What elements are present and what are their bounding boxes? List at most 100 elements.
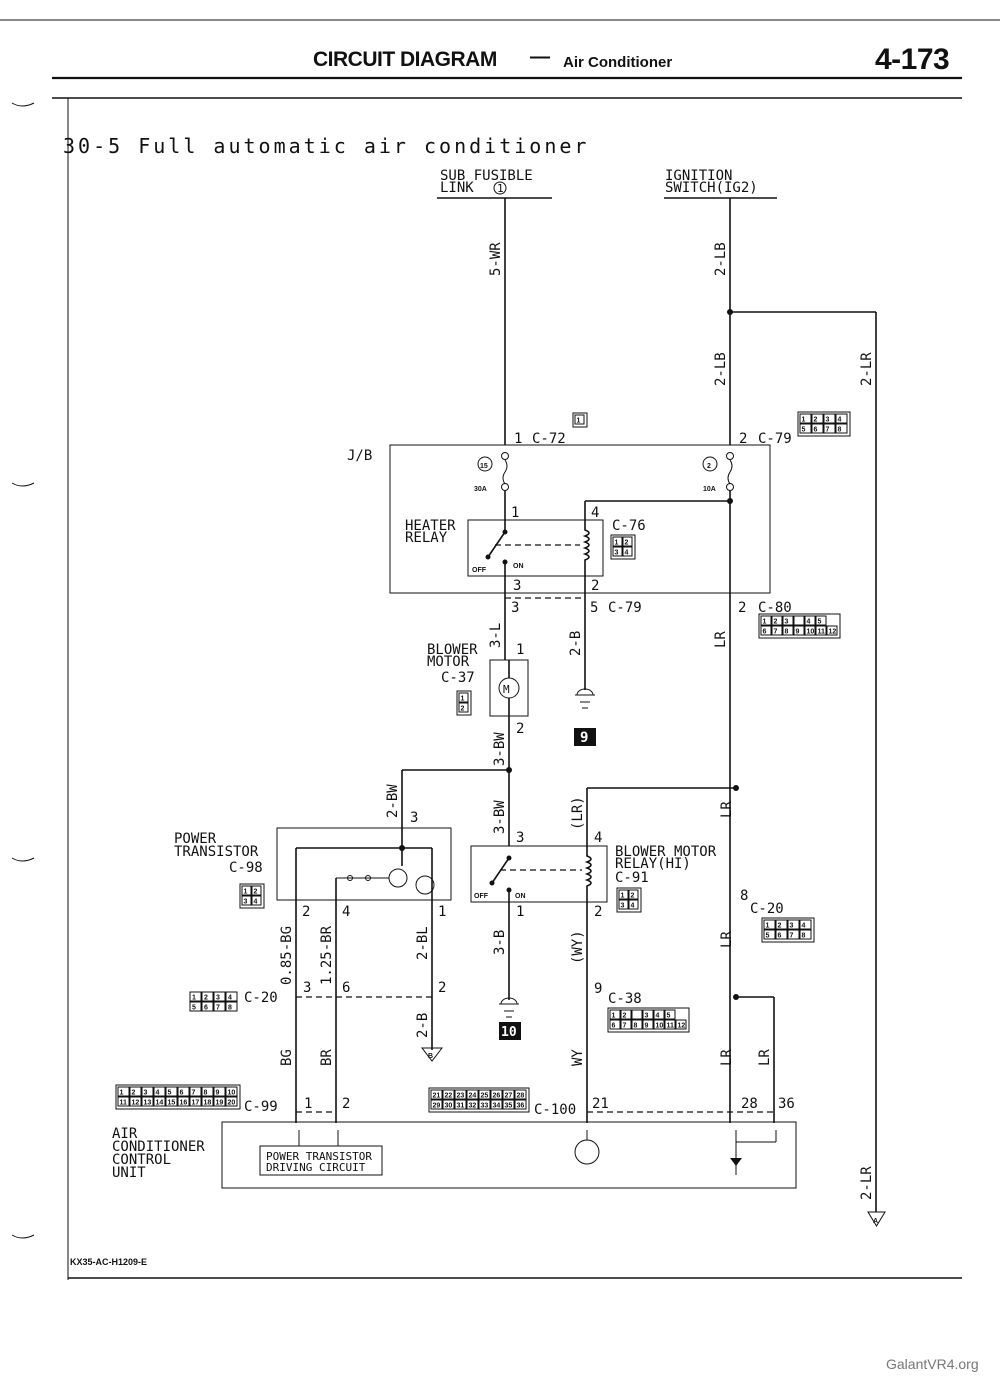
c80-pin-cell xyxy=(782,625,794,636)
c79-pin-number: 7 xyxy=(826,427,830,434)
c99-pin-number: 6 xyxy=(180,1090,184,1097)
c38-pin: 9 xyxy=(594,981,602,997)
c98-pin-number: 3 xyxy=(244,899,248,906)
c80-connector-face xyxy=(758,613,841,639)
page-frame xyxy=(0,19,1000,1280)
c38-pin-cell xyxy=(631,1009,643,1020)
c80-pin-number: 12 xyxy=(829,629,837,636)
c99-pin-cell xyxy=(153,1096,166,1107)
bm-relay-on: ON xyxy=(515,893,526,900)
c99-pin-1: 1 xyxy=(304,1096,312,1112)
sub-fusible-link-label-1: SUB FUSIBLE xyxy=(440,168,533,184)
c99-pin-number: 16 xyxy=(180,1100,188,1107)
bm-relay-pin-4: 4 xyxy=(594,830,602,846)
fuse-15-number: 15 xyxy=(480,463,488,470)
heater-relay-label-2: RELAY xyxy=(405,530,448,546)
c76-pin-number: 1 xyxy=(615,540,619,547)
bm-relay-pin-2: 2 xyxy=(594,904,602,920)
c99-pin-cell xyxy=(177,1086,190,1097)
fuse-15-rating: 30A xyxy=(474,486,487,493)
c100-pin-number: 31 xyxy=(457,1103,465,1110)
c100-pin-36: 36 xyxy=(778,1096,795,1112)
c79-pin-cell xyxy=(799,423,812,434)
blower-motor-label-2: MOTOR xyxy=(427,654,470,670)
c80-pin-number: 10 xyxy=(807,629,815,636)
c100-pin-number: 23 xyxy=(457,1093,465,1100)
wire-label-lr-28: LR xyxy=(719,1049,735,1066)
c99-pin-2: 2 xyxy=(342,1096,350,1112)
c100-pin-number: 32 xyxy=(469,1103,477,1110)
c20-pin-cell xyxy=(799,919,812,930)
c80-pin-number: 9 xyxy=(796,629,800,636)
c80-pin-cell xyxy=(760,615,772,626)
wire-label-2lb-mid: 2-LB xyxy=(713,352,729,386)
c100-pin-21: 21 xyxy=(592,1096,609,1112)
c98-pin-cell xyxy=(241,895,252,906)
c99-pin-number: 5 xyxy=(168,1090,172,1097)
c99-pin-cell xyxy=(225,1096,238,1107)
wire-label-2lr-right: 2-LR xyxy=(859,352,875,386)
wire-label-br: BR xyxy=(319,1049,335,1066)
wire-label-3bw-motor: 3-BW xyxy=(492,732,508,766)
c100-pin-number: 27 xyxy=(505,1093,513,1100)
wire-label-3bw-relay: 3-BW xyxy=(492,800,508,834)
header-separator: — xyxy=(530,46,550,68)
wire-label-wy-paren: (WY) xyxy=(570,930,586,964)
c76-connector-face xyxy=(610,534,636,560)
c99-pin-cell xyxy=(129,1096,142,1107)
c76-label: C-76 xyxy=(612,518,646,534)
c20-left-pin-6: 6 xyxy=(342,980,350,996)
c99-pin-cell xyxy=(129,1086,142,1097)
component-labels: J/B 15 30A 2 10A HEATER RELAY OFF ON C-7… xyxy=(174,431,878,1225)
c100-pin-number: 36 xyxy=(517,1103,525,1110)
c38-pin-cell xyxy=(620,1019,632,1030)
c80-pin-number: 1 xyxy=(763,619,767,626)
c99-pin-cell xyxy=(153,1086,166,1097)
c38-pin-number: 5 xyxy=(667,1013,671,1020)
c38-pin-cell xyxy=(653,1019,665,1030)
c100-pin-cell xyxy=(454,1099,467,1110)
c20-pin-cell xyxy=(787,929,800,940)
fuse-2-number: 2 xyxy=(707,463,711,470)
ground-10-number: 10 xyxy=(501,1025,517,1040)
wire-label-2bw: 2-BW xyxy=(385,784,401,818)
c38-pin-cell xyxy=(609,1019,621,1030)
c76-pin-number: 4 xyxy=(625,550,629,557)
control-unit-label-1: AIR xyxy=(112,1126,138,1142)
fusible-link-number: 1 xyxy=(497,182,504,195)
c100-pin-number: 30 xyxy=(445,1103,453,1110)
c100-pin-cell xyxy=(490,1099,503,1110)
c79-pin-cell xyxy=(799,413,812,424)
c100-pin-cell xyxy=(478,1099,491,1110)
driving-circuit-label-1: POWER TRANSISTOR xyxy=(266,1150,372,1163)
heater-relay-off: OFF xyxy=(472,567,487,574)
junction-block-outline xyxy=(389,444,771,594)
c38-pin-number: 7 xyxy=(623,1023,627,1030)
wire-label-2bl: 2-BL xyxy=(415,926,431,960)
c80-pin-number: 5 xyxy=(818,619,822,626)
heater-relay-box xyxy=(467,519,604,577)
c79-pin-number: 5 xyxy=(802,427,806,434)
c20-pin-cell xyxy=(763,929,776,940)
c99-pin-number: 20 xyxy=(228,1100,236,1107)
c20-right-label: C-20 xyxy=(750,901,784,917)
heater-relay-pin-2: 2 xyxy=(591,578,599,594)
c20-pin-number: 8 xyxy=(802,933,806,940)
c91-pin-number: 4 xyxy=(631,903,635,910)
section-title: 30-5 Full automatic air conditioner xyxy=(63,134,590,158)
c80-pin-cell xyxy=(804,625,816,636)
c100-pin-cell xyxy=(514,1099,527,1110)
transistor-symbol xyxy=(574,1139,600,1165)
c99-pin-number: 4 xyxy=(156,1090,160,1097)
c100-pin-number: 26 xyxy=(493,1093,501,1100)
c99-pin-number: 7 xyxy=(192,1090,196,1097)
c100-pin-cell xyxy=(430,1089,443,1100)
c99-pin-cell xyxy=(225,1086,238,1097)
c100-pin-cell xyxy=(466,1099,479,1110)
c20-right-pin: 8 xyxy=(740,888,748,904)
c72-connector-face xyxy=(572,412,588,428)
c98-pin-cell xyxy=(251,885,262,896)
c80-pin-cell xyxy=(782,615,794,626)
wire-label-bg: BG xyxy=(279,1049,295,1066)
